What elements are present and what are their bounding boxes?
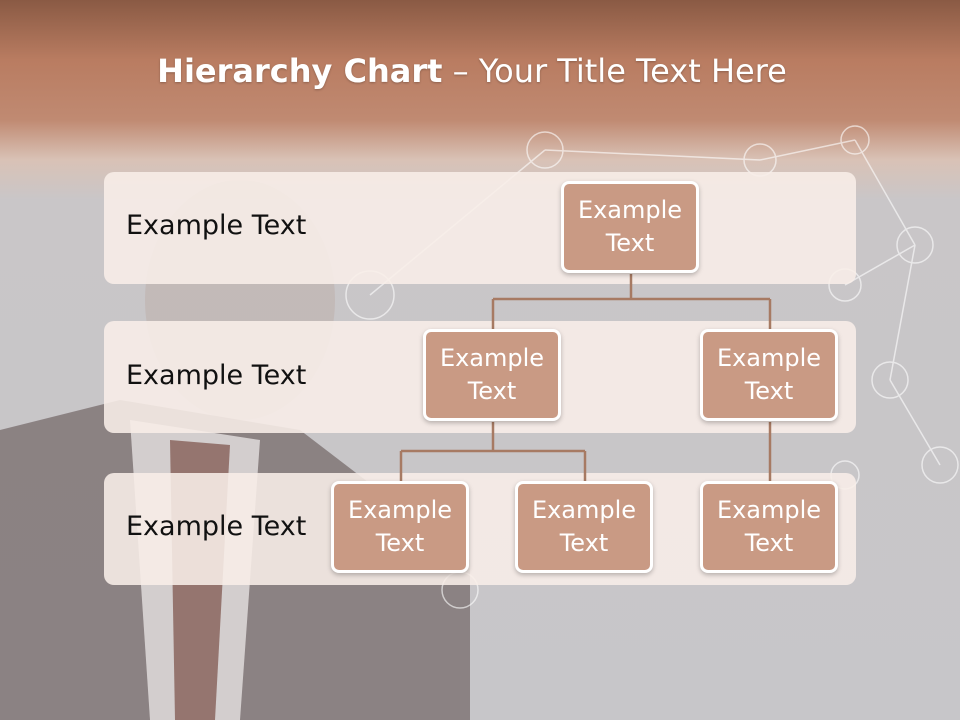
band-label-2: Example Text [126,360,307,391]
node-level3-b: Example Text [515,481,653,573]
node-level2-left: Example Text [423,329,561,421]
title-rest-part: – Your Title Text Here [442,52,787,90]
node-level3-a: Example Text [331,481,469,573]
node-level2-right: Example Text [700,329,838,421]
node-level3-c: Example Text [700,481,838,573]
title-bold-part: Hierarchy Chart [157,52,443,90]
slide-title: Hierarchy Chart – Your Title Text Here [0,52,944,90]
band-label-1: Example Text [126,210,307,241]
level-band-1 [104,172,856,284]
band-label-3: Example Text [126,511,307,542]
node-root: Example Text [561,181,699,273]
